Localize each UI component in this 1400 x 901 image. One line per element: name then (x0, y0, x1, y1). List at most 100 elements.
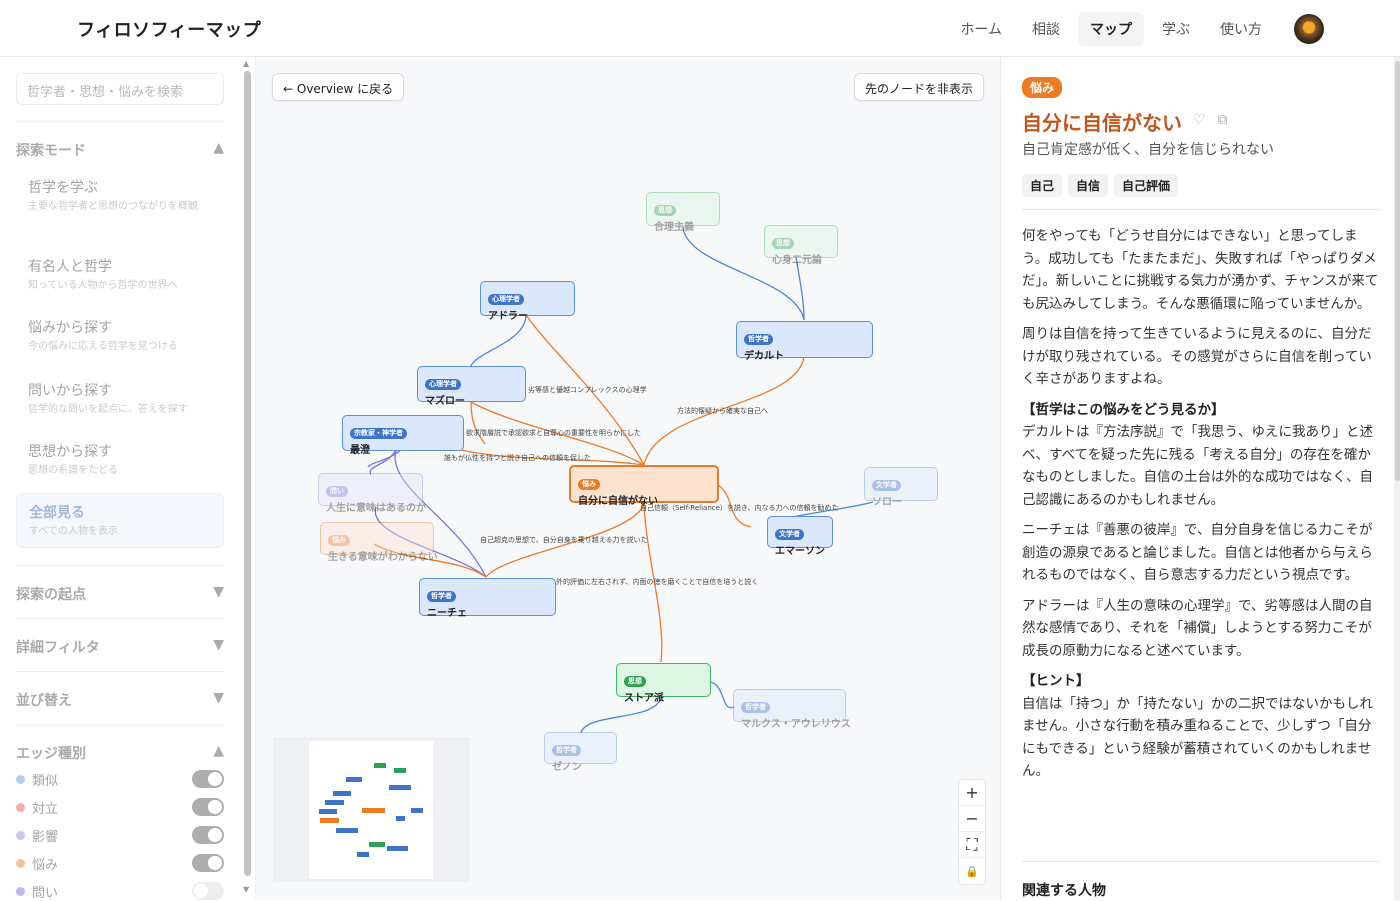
mode-questions[interactable]: 問いから探す 哲学的な問いを起点に、答えを探す (16, 372, 224, 425)
node-meaning-question[interactable]: 問い 人生に意味はあるのか (318, 473, 426, 514)
node-maslow[interactable]: 心理学者 マズロー (417, 366, 526, 407)
node-marcus[interactable]: 哲学者 マルクス・アウレリウス (733, 689, 851, 730)
mode-subtitle: 知っている人物から哲学の世界へ (28, 280, 178, 291)
chevron-up-icon: ▲ (213, 140, 224, 156)
origin-label: 探索の起点 (16, 587, 86, 603)
filter-header[interactable]: 詳細フィルタ ▼ (16, 637, 224, 657)
chevron-up-icon: ▲ (213, 743, 224, 759)
nav-map[interactable]: マップ (1078, 12, 1144, 46)
node-thoreau[interactable]: 文学者 ソロー (864, 467, 938, 508)
edge-question-nietzsche (374, 506, 487, 578)
node-badge: 思想 (654, 205, 676, 216)
fit-view-button[interactable]: ⛶ (959, 832, 985, 858)
tag-item[interactable]: 自信 (1068, 174, 1109, 197)
zoom-out-button[interactable]: − (959, 806, 985, 832)
node-name: マズロー (425, 396, 465, 407)
mode-thoughts[interactable]: 思想から探す 思想の系譜をたどる (16, 433, 224, 486)
map-canvas[interactable]: ← Overview に戻る 先のノードを非表示 劣等感と優越コンプレックスの心… (256, 57, 1000, 900)
question-toggle[interactable] (192, 882, 224, 900)
tag-item[interactable]: 自己 (1022, 174, 1063, 197)
nav-learn[interactable]: 学ぶ (1162, 22, 1190, 38)
node-center-worry[interactable]: 悩み 自分に自信がない (569, 465, 719, 507)
similar-dot-icon (16, 774, 25, 784)
lock-icon[interactable]: 🔒 (965, 864, 979, 878)
edges-layer (367, 226, 874, 734)
divider (16, 618, 224, 619)
edge-type-worry[interactable]: 悩み (16, 853, 224, 873)
scroll-down-icon[interactable]: ▼ (243, 885, 250, 894)
worry-dot-icon (16, 858, 25, 868)
edge-maslow-center (470, 401, 645, 466)
nav-home[interactable]: ホーム (960, 22, 1002, 38)
node-adler[interactable]: 心理学者 アドラー (480, 281, 575, 322)
mode-show-all[interactable]: 全部見る すべての人物を表示 (16, 493, 224, 548)
node-name: ソロー (872, 497, 902, 508)
node-saicho[interactable]: 宗教家・神学者 最澄 (342, 415, 464, 456)
edge-type-question[interactable]: 問い (16, 881, 224, 901)
node-name: ストア派 (624, 693, 664, 704)
node-stoic[interactable]: 思想 ストア派 (616, 663, 711, 704)
edge-type-similar[interactable]: 類似 (16, 769, 224, 789)
sort-header[interactable]: 並び替え ▼ (16, 690, 224, 710)
scroll-up-icon[interactable]: ▲ (243, 59, 250, 68)
influence-toggle[interactable] (192, 826, 224, 844)
user-avatar[interactable] (1294, 14, 1324, 44)
detail-actions: ♡ ⧉ (1193, 112, 1228, 128)
edge-stoic-marcus (710, 681, 735, 709)
sidebar-scrollbar[interactable] (244, 71, 251, 876)
edge-emerson-thoreau (792, 501, 874, 518)
hide-further-nodes-button[interactable]: 先のノードを非表示 (854, 73, 985, 101)
search-input[interactable]: 哲学者・思想・悩みを検索 (16, 73, 224, 105)
node-name: 最澄 (350, 445, 370, 456)
similar-toggle[interactable] (192, 770, 224, 788)
external-link-icon[interactable]: ⧉ (1217, 112, 1228, 128)
mode-worries[interactable]: 悩みから探す 今の悩みに応える哲学を見つける (16, 309, 224, 362)
influence-dot-icon (16, 830, 25, 840)
node-badge: 文学者 (775, 529, 804, 540)
minimap[interactable] (273, 737, 470, 882)
node-descartes[interactable]: 哲学者 デカルト (736, 321, 873, 362)
philosophy-paragraph: アドラーは『人生の意味の心理学』で、劣等感は人間の自然な感情であり、それを「補償… (1022, 597, 1373, 659)
edge-saicho-question (369, 449, 397, 476)
opposite-toggle[interactable] (192, 798, 224, 816)
back-to-overview-button[interactable]: ← Overview に戻る (272, 73, 405, 101)
minimap-viewport (309, 741, 433, 879)
edge-label-emerson: 自己信頼（Self-Reliance）を説き、内なる力への信頼を勧めた (640, 504, 839, 512)
intro-paragraph: 何をやっても「どうせ自分にはできない」と思ってしまう。成功しても「たまたまだ」、… (1022, 228, 1379, 312)
edge-types-header[interactable]: エッジ種別 ▲ (16, 743, 224, 763)
edge-dualism-descartes (795, 256, 805, 321)
mode-subtitle: すべての人物を表示 (29, 526, 118, 537)
app-title[interactable]: フィロソフィーマップ (77, 20, 262, 41)
edge-label-stoic: 外的評価に左右されず、内面の徳を磨くことで自信を培うと説く (556, 578, 759, 586)
minimap-node (320, 818, 339, 823)
node-dualism[interactable]: 思想 心身二元論 (764, 225, 838, 266)
edge-adler-maslow (470, 314, 527, 367)
node-badge: 哲学者 (744, 334, 773, 345)
node-name: 心身二元論 (772, 255, 822, 266)
heart-icon[interactable]: ♡ (1193, 112, 1206, 128)
mode-celebrities[interactable]: 有名人と哲学 知っている人物から哲学の世界へ (16, 248, 224, 301)
node-badge: 悩み (578, 479, 600, 490)
nav-howto[interactable]: 使い方 (1220, 22, 1262, 38)
mode-title: 問いから探す (28, 383, 112, 399)
panel-scrollbar[interactable] (1395, 61, 1400, 481)
node-emerson[interactable]: 文学者 エマーソン (767, 516, 833, 557)
node-nietzsche[interactable]: 哲学者 ニーチェ (419, 578, 556, 619)
tag-item[interactable]: 自己評価 (1114, 174, 1179, 197)
mode-subtitle: 今の悩みに応える哲学を見つける (28, 341, 178, 352)
nav-consult[interactable]: 相談 (1032, 22, 1060, 38)
origin-header[interactable]: 探索の起点 ▼ (16, 584, 224, 604)
worry-toggle[interactable] (192, 854, 224, 872)
node-zeno[interactable]: 哲学者 ゼノン (544, 732, 617, 773)
edge-type-opposite[interactable]: 対立 (16, 797, 224, 817)
explore-mode-header[interactable]: 探索モード ▲ (16, 140, 224, 160)
node-rationalism[interactable]: 思想 合理主義 (646, 192, 720, 233)
edge-stoic-zeno (580, 696, 662, 734)
node-meaning-worry[interactable]: 悩み 生きる意味がわからない (320, 522, 438, 563)
hint-heading: 【ヒント】 (1022, 673, 1090, 689)
edge-center-stoic (643, 502, 663, 663)
mode-learn-philosophy[interactable]: 哲学を学ぶ 主要な哲学者と思想のつながりを概観 (16, 169, 224, 222)
edge-type-influence[interactable]: 影響 (16, 825, 224, 845)
zoom-in-button[interactable]: + (959, 780, 985, 806)
sort-label: 並び替え (16, 693, 72, 709)
